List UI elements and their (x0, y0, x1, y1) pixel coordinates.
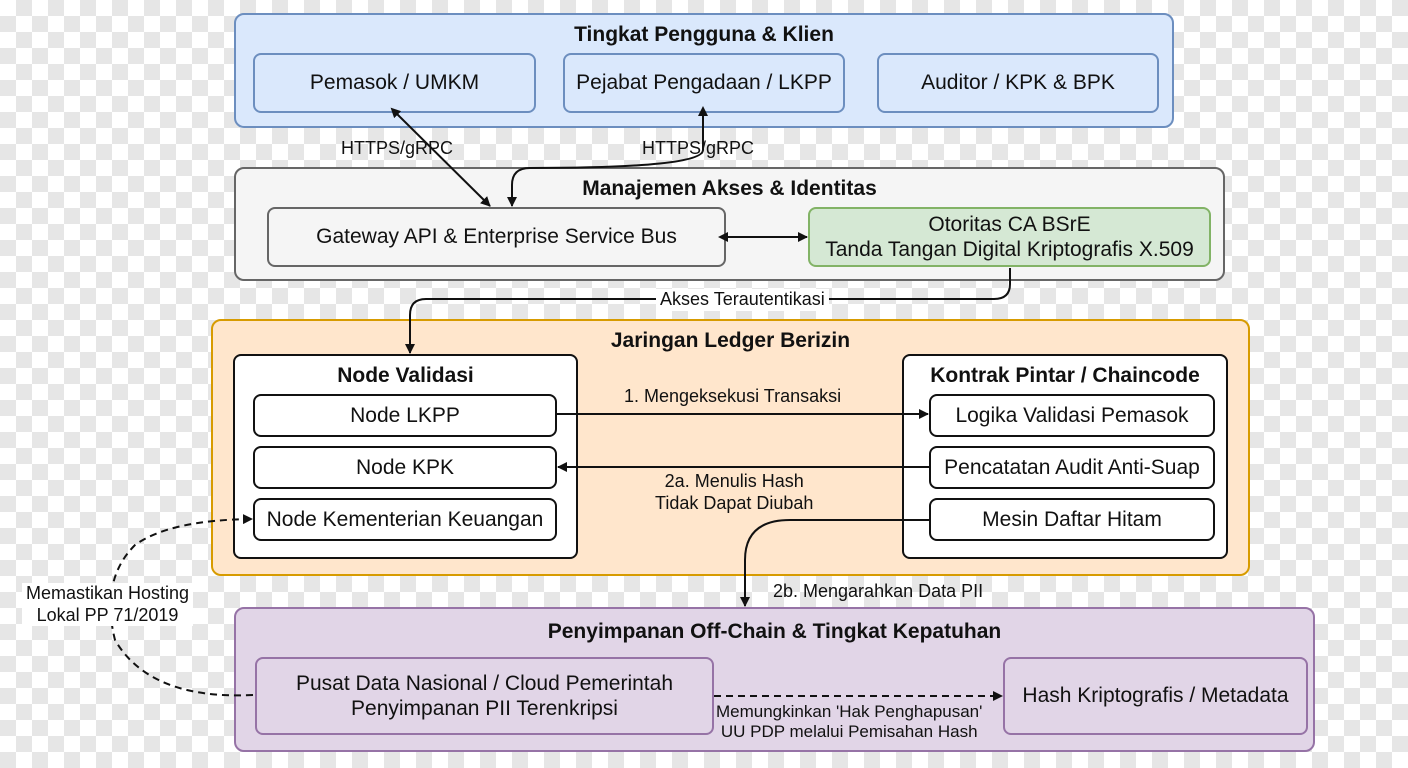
node-kemenkeu-label: Node Kementerian Keuangan (266, 507, 544, 531)
local-hosting-line1: Memastikan Hosting (26, 583, 190, 603)
contract-supplier-validation[interactable]: Logika Validasi Pemasok (929, 394, 1215, 437)
contract-anti-bribery-audit[interactable]: Pencatatan Audit Anti-Suap (929, 446, 1215, 489)
erasure-label: Memungkinkan 'Hak Penghapusan' UU PDP me… (716, 702, 982, 743)
pdn-label-line1: Pusat Data Nasional / Cloud Pemerintah (295, 671, 674, 695)
pdn-label-line2: Penyimpanan PII Terenkripsi (351, 697, 618, 720)
contract-title: Kontrak Pintar / Chaincode (930, 364, 1200, 387)
https-label-right: HTTPS/gRPC (642, 138, 755, 158)
local-hosting-line2: Lokal PP 71/2019 (36, 604, 179, 625)
erasure-line2: UU PDP melalui Pemisahan Hash (720, 722, 978, 742)
edge-route-pii (740, 519, 929, 607)
ca-authority-box[interactable]: Otoritas CA BSrE Tanda Tangan Digital Kr… (808, 207, 1211, 267)
ca-label-line2: Tanda Tangan Digital Kriptografis X.509 (825, 238, 1194, 261)
client-procurement-label: Pejabat Pengadaan / LKPP (576, 71, 832, 95)
ca-label-line1: Otoritas CA BSrE (928, 212, 1091, 236)
authenticated-access-label: Akses Terautentikasi (656, 289, 829, 311)
client-auditor-label: Auditor / KPK & BPK (921, 71, 1115, 95)
contract-blacklist-label: Mesin Daftar Hitam (982, 507, 1162, 531)
node-lkpp[interactable]: Node LKPP (253, 394, 557, 437)
route-pii-label: 2b. Mengarahkan Data PII (773, 581, 984, 601)
client-procurement-officer-box[interactable]: Pejabat Pengadaan / LKPP (563, 53, 845, 113)
write-hash-line2: Tidak Dapat Diubah (655, 492, 814, 513)
contract-blacklist-engine[interactable]: Mesin Daftar Hitam (929, 498, 1215, 541)
erasure-line1: Memungkinkan 'Hak Penghapusan' (716, 702, 983, 721)
validators-title: Node Validasi (337, 364, 474, 387)
local-hosting-label: Memastikan Hosting Lokal PP 71/2019 (22, 583, 194, 627)
https-label-left: HTTPS/gRPC (341, 138, 454, 158)
execute-transaction-label: 1. Mengeksekusi Transaksi (624, 386, 842, 406)
hash-metadata-box[interactable]: Hash Kriptografis / Metadata (1003, 657, 1308, 735)
edge-procurement-gateway (507, 106, 708, 207)
write-hash-line1: 2a. Menulis Hash (664, 471, 804, 491)
gateway-esb-box[interactable]: Gateway API & Enterprise Service Bus (267, 207, 726, 267)
client-supplier-label: Pemasok / UMKM (309, 71, 480, 95)
node-kemenkeu[interactable]: Node Kementerian Keuangan (253, 498, 557, 541)
ledger-title: Jaringan Ledger Berizin (610, 329, 851, 352)
storage-title: Penyimpanan Off-Chain & Tingkat Kepatuha… (547, 620, 1002, 643)
contract-audit-label: Pencatatan Audit Anti-Suap (944, 455, 1200, 479)
national-data-center-box[interactable]: Pusat Data Nasional / Cloud Pemerintah P… (255, 657, 714, 735)
node-kpk[interactable]: Node KPK (253, 446, 557, 489)
node-kpk-label: Node KPK (355, 455, 455, 479)
write-hash-label: 2a. Menulis Hash Tidak Dapat Diubah (655, 471, 813, 514)
node-lkpp-label: Node LKPP (350, 403, 460, 427)
client-auditor-box[interactable]: Auditor / KPK & BPK (877, 53, 1159, 113)
edge-gateway-supplier (390, 107, 491, 207)
gateway-label: Gateway API & Enterprise Service Bus (316, 225, 677, 249)
hash-label: Hash Kriptografis / Metadata (1022, 684, 1289, 708)
user-tier-title: Tingkat Pengguna & Klien (574, 23, 834, 46)
contract-validation-label: Logika Validasi Pemasok (955, 403, 1189, 427)
